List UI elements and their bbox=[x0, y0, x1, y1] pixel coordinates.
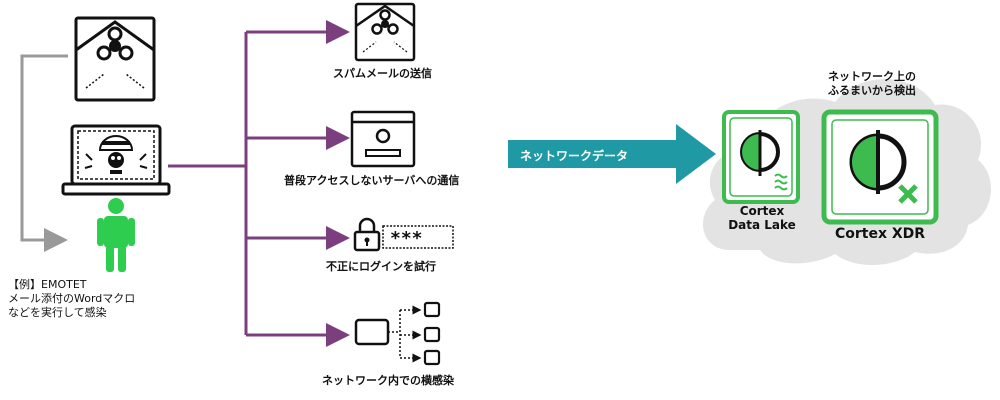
product-name-line: Data Lake bbox=[728, 218, 796, 232]
infection-connector bbox=[20, 54, 68, 252]
detection-heading: ネットワーク上の ふるまいから検出 bbox=[828, 70, 916, 98]
password-mask: *** bbox=[390, 228, 423, 249]
user-icon bbox=[97, 198, 135, 272]
infection-caption-line: などを実行して感染 bbox=[8, 306, 107, 319]
behavior-label-login: 不正にログインを試行 bbox=[326, 260, 436, 273]
cortex-data-lake-icon bbox=[722, 110, 800, 204]
cortex-xdr-icon bbox=[821, 109, 939, 225]
spam-email-icon bbox=[354, 2, 416, 62]
product-name-data-lake: Cortex Data Lake bbox=[722, 204, 802, 232]
network-data-label: ネットワークデータ bbox=[520, 149, 629, 163]
behavior-branches bbox=[168, 20, 350, 347]
infected-laptop-icon bbox=[61, 124, 171, 196]
product-name-xdr: Cortex XDR bbox=[834, 226, 926, 242]
behavior-label-server: 普段アクセスしないサーバへの通信 bbox=[284, 174, 460, 187]
infection-caption-line: メール添付のWordマクロ bbox=[8, 292, 136, 305]
infection-caption: 【例】EMOTET メール添付のWordマクロ などを実行して感染 bbox=[8, 278, 135, 320]
product-name-line: Cortex bbox=[739, 204, 785, 218]
network-data-arrow bbox=[508, 124, 716, 184]
malicious-email-icon bbox=[74, 16, 156, 102]
lock-password-icon: *** bbox=[353, 217, 454, 252]
behavior-label-spam: スパムメールの送信 bbox=[333, 67, 432, 80]
detection-heading-line: ふるまいから検出 bbox=[828, 84, 916, 97]
behavior-label-lateral: ネットワーク内での横感染 bbox=[322, 374, 454, 387]
network-spread-icon bbox=[354, 301, 441, 366]
detection-heading-line: ネットワーク上の bbox=[828, 70, 916, 83]
infection-caption-line: 【例】EMOTET bbox=[8, 278, 87, 291]
browser-window-icon bbox=[350, 110, 416, 168]
